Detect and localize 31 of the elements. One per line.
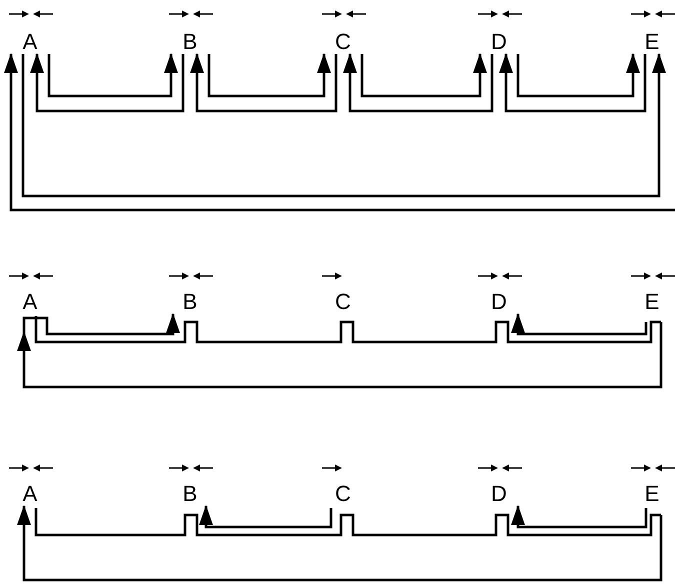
arrow xyxy=(511,313,648,336)
node-label: D xyxy=(476,30,522,54)
node-label: B xyxy=(167,30,213,54)
arrow xyxy=(48,53,178,98)
arrow xyxy=(343,53,494,112)
node-label: E xyxy=(629,482,675,506)
connector-line xyxy=(34,508,661,536)
node-label: C xyxy=(320,290,366,314)
node-label: E xyxy=(629,30,675,54)
node-label: C xyxy=(320,30,366,54)
arrow xyxy=(516,53,640,98)
arrow xyxy=(22,313,180,336)
arrow xyxy=(17,322,662,388)
node-label: D xyxy=(476,290,522,314)
node-label: E xyxy=(629,290,675,314)
node-label: C xyxy=(320,482,366,506)
arrow xyxy=(190,53,338,112)
node-label: A xyxy=(7,482,53,506)
connector-line xyxy=(34,316,661,344)
node-label: A xyxy=(7,290,53,314)
arrow xyxy=(511,505,648,528)
arrow xyxy=(208,53,331,98)
arrow xyxy=(360,53,487,98)
arrow xyxy=(30,53,184,112)
arrow xyxy=(17,505,662,582)
arrow xyxy=(199,505,332,528)
node-label: B xyxy=(167,290,213,314)
node-label: B xyxy=(167,482,213,506)
arrow xyxy=(499,53,646,112)
node-label: D xyxy=(476,482,522,506)
node-label: A xyxy=(7,30,53,54)
